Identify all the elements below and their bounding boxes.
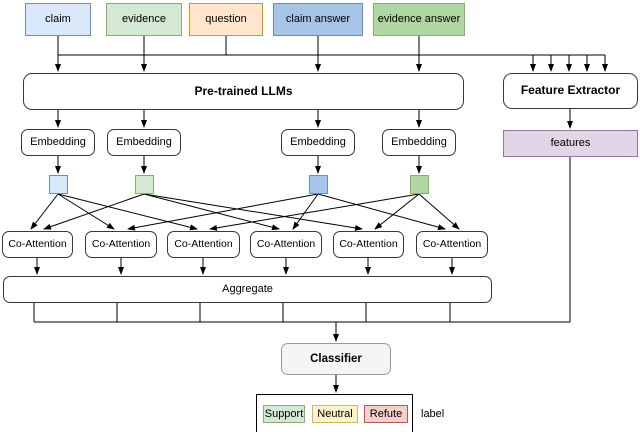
- merge-bus-connectors: [33, 157, 571, 323]
- node-classifier: Classifier: [281, 343, 391, 375]
- node-co-attention-2: Co-Attention: [85, 231, 157, 258]
- node-evidence: evidence: [106, 3, 182, 36]
- claim-answer-embedding-square: [309, 175, 328, 194]
- input-bus-connectors: [57, 36, 605, 56]
- node-embedding-evidence: Embedding: [107, 129, 181, 156]
- label-chip-neutral: Neutral: [312, 405, 358, 423]
- node-embedding-claim-answer: Embedding: [281, 129, 355, 156]
- label-chip-refute: Refute: [364, 405, 408, 423]
- square-input-arrows: [55, 156, 422, 174]
- embedding-input-arrows: [55, 109, 573, 129]
- output-caption: label: [421, 408, 445, 420]
- node-pretrained-llms: Pre-trained LLMs: [23, 73, 464, 110]
- node-aggregate: Aggregate: [3, 276, 492, 303]
- evidence-embedding-square: [135, 175, 154, 194]
- node-co-attention-1: Co-Attention: [2, 231, 73, 258]
- node-evidence-answer: evidence answer: [373, 3, 465, 36]
- node-claim: claim: [25, 3, 91, 36]
- node-features: features: [503, 130, 638, 157]
- node-co-attention-6: Co-Attention: [416, 231, 488, 258]
- claim-embedding-square: [49, 175, 68, 194]
- node-claim-answer: claim answer: [273, 3, 363, 36]
- node-co-attention-3: Co-Attention: [167, 231, 240, 258]
- node-embedding-claim: Embedding: [21, 129, 95, 156]
- node-embedding-evidence-answer: Embedding: [382, 129, 456, 156]
- node-co-attention-4: Co-Attention: [250, 231, 322, 258]
- node-co-attention-5: Co-Attention: [333, 231, 404, 258]
- evidence-answer-embedding-square: [410, 175, 429, 194]
- node-question: question: [189, 3, 263, 36]
- label-chip-support: Support: [263, 405, 305, 423]
- llm-input-arrows: [55, 55, 422, 72]
- aggregate-input-arrows: [34, 258, 455, 275]
- feature-extractor-input-arrows: [530, 55, 608, 72]
- co-attention-cross-arrows: [30, 193, 460, 231]
- node-feature-extractor: Feature Extractor: [503, 73, 638, 109]
